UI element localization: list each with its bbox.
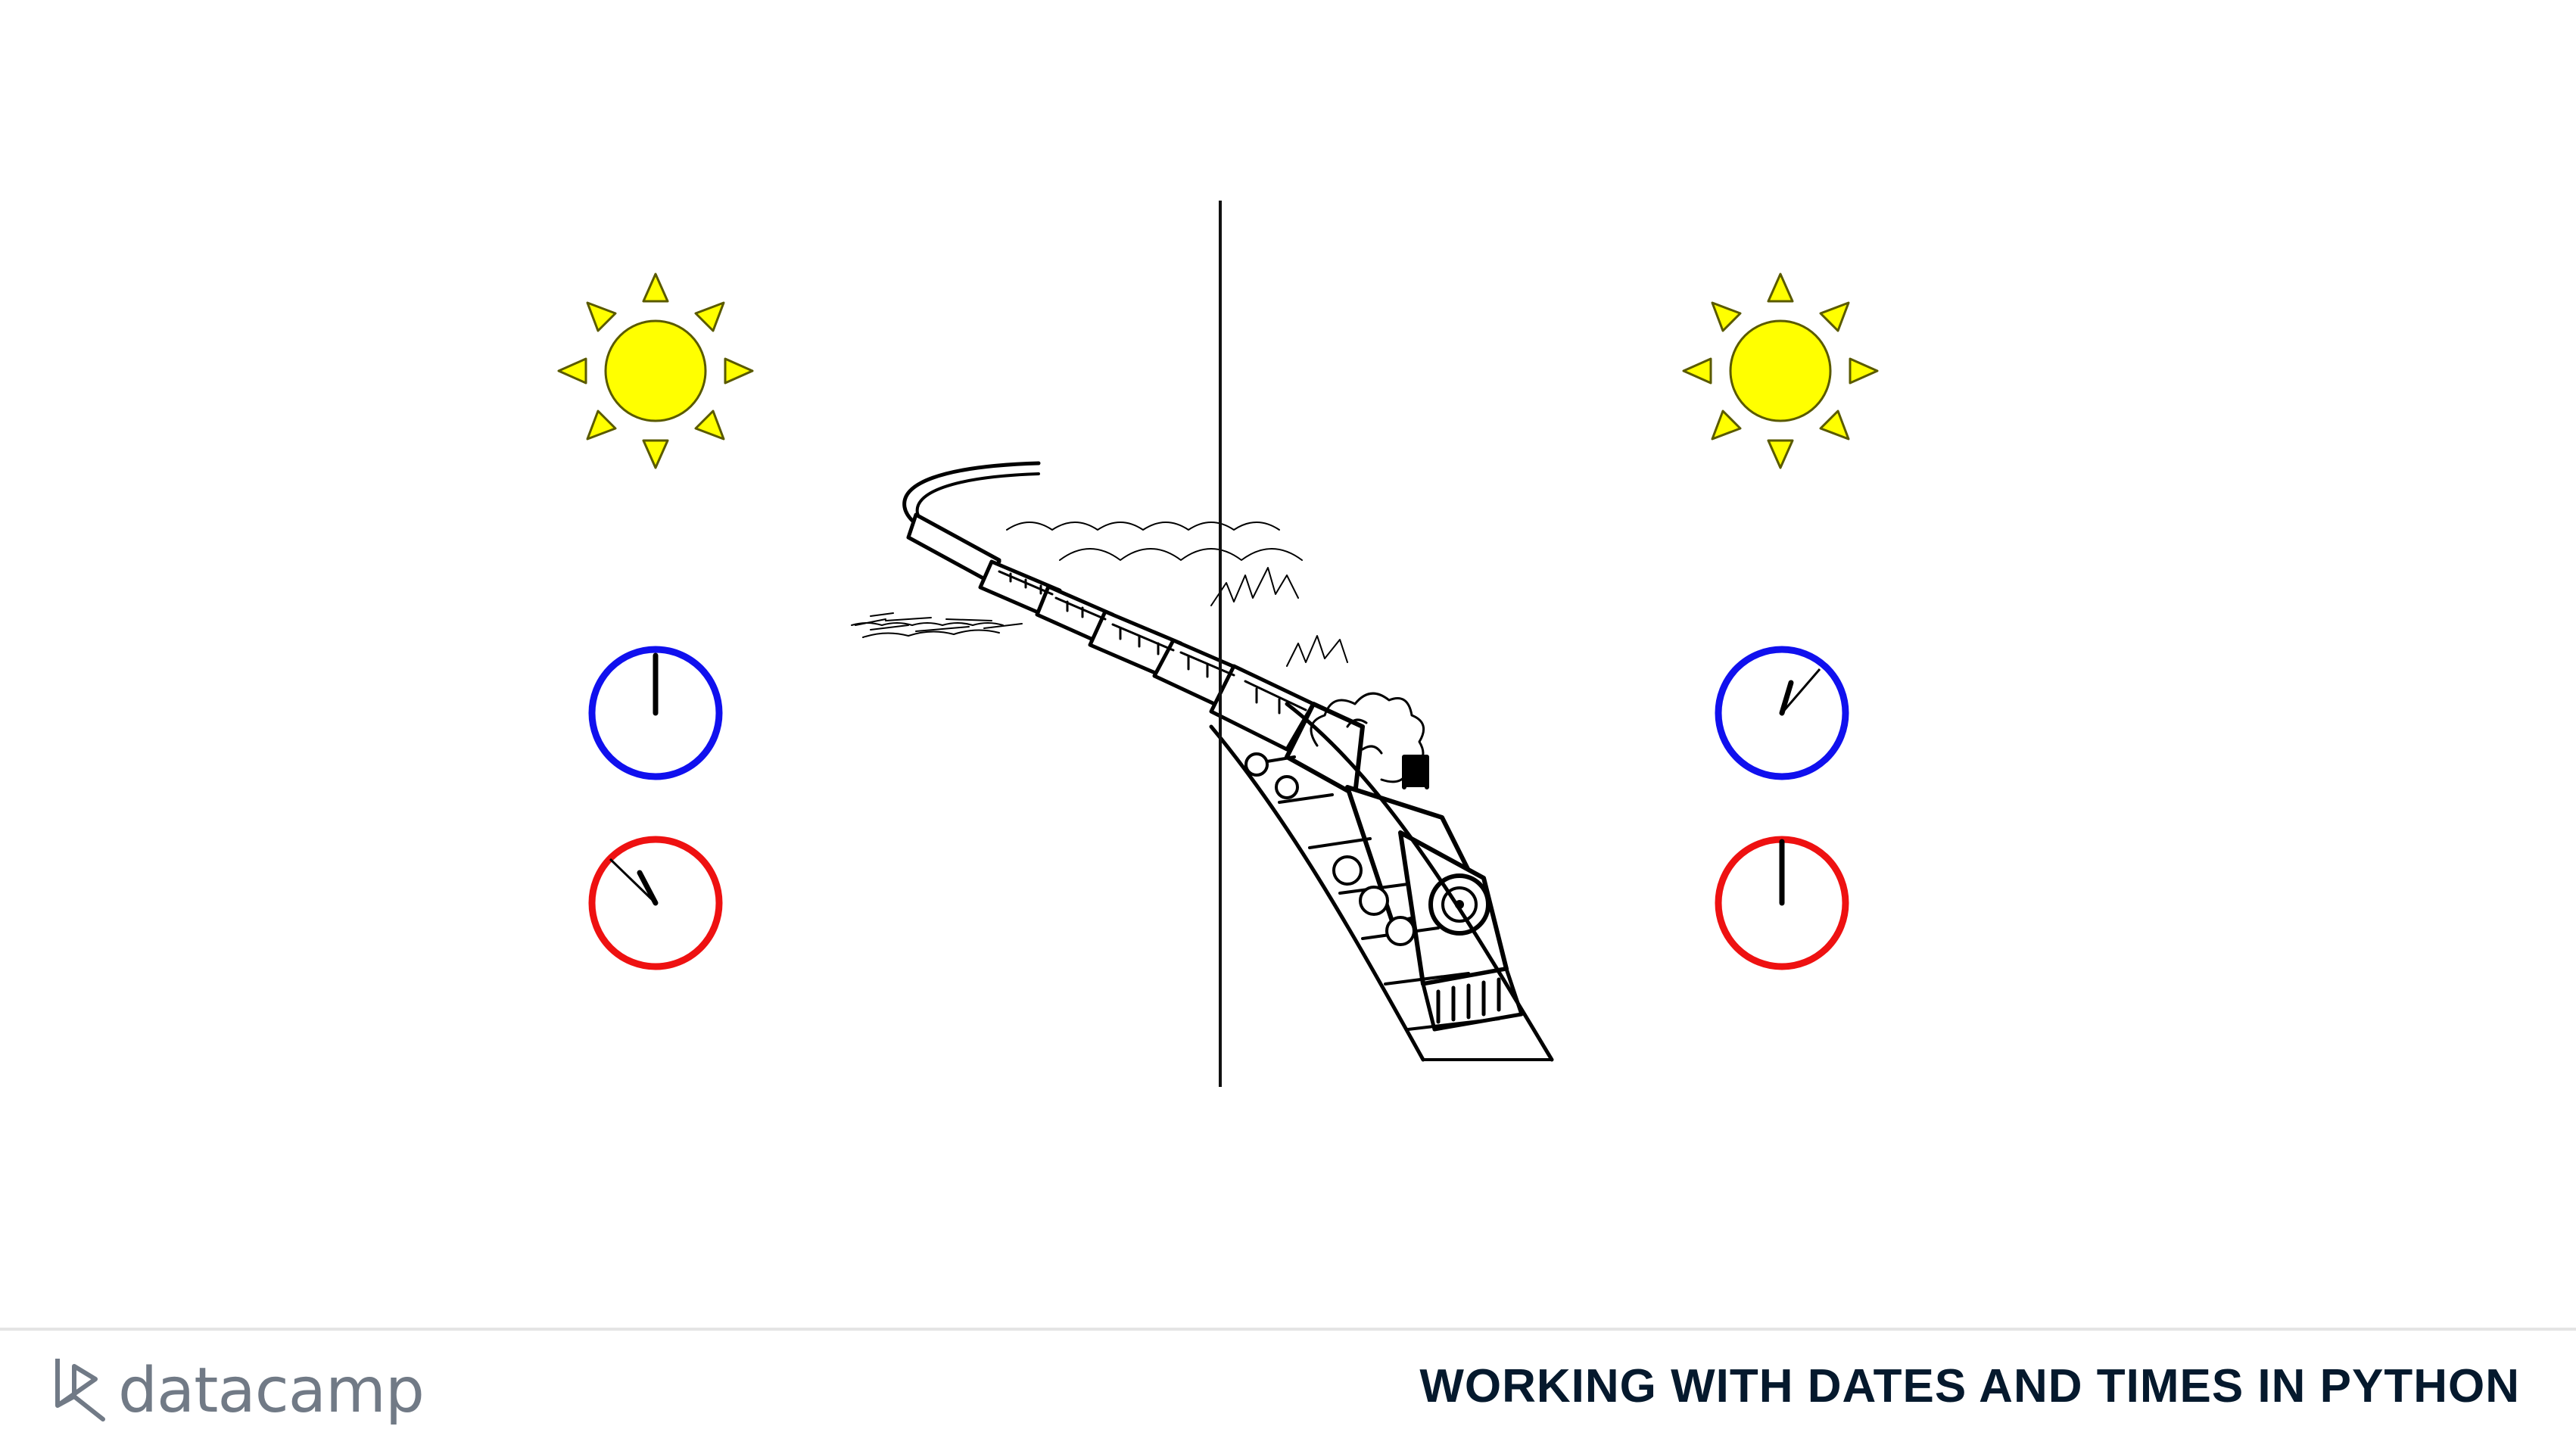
course-title: WORKING WITH DATES AND TIMES IN PYTHON: [1419, 1360, 2520, 1412]
right-sun-icon: [1682, 272, 1879, 469]
left-blue-clock-icon: [588, 646, 723, 780]
footer-divider: [0, 1328, 2576, 1331]
brand-name: datacamp: [118, 1354, 425, 1427]
datacamp-logo-icon: [55, 1359, 105, 1421]
left-sun-icon: [557, 272, 754, 469]
right-red-clock-icon: [1715, 836, 1849, 970]
datacamp-logo: datacamp: [51, 1347, 425, 1431]
left-red-clock-icon: [588, 836, 723, 970]
train-illustration: [851, 461, 1554, 1062]
right-blue-clock-icon: [1715, 646, 1849, 780]
